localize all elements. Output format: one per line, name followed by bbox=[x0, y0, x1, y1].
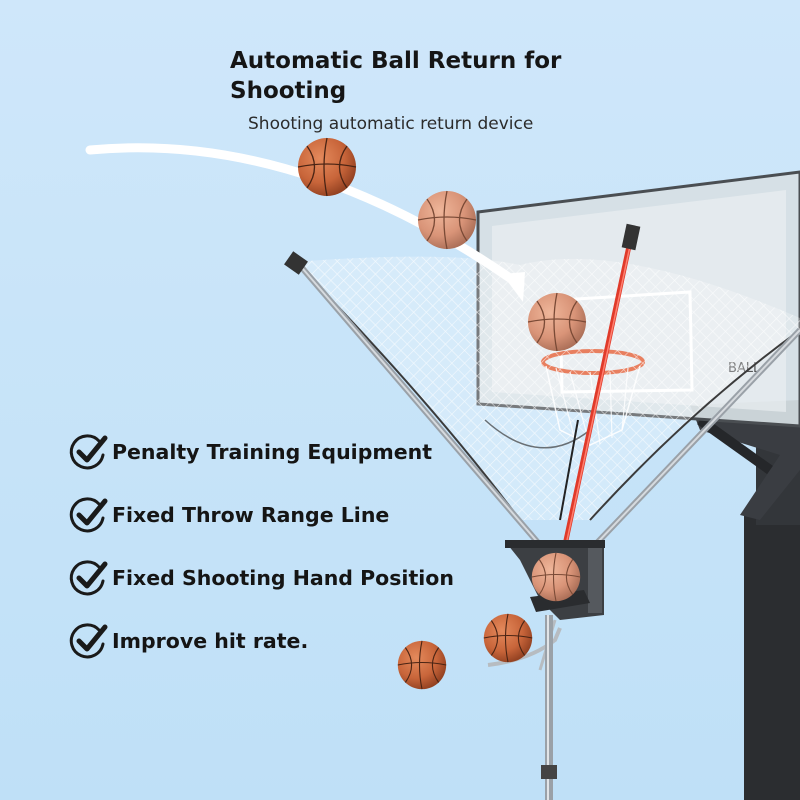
basketball-1 bbox=[297, 137, 357, 197]
hoop-stand bbox=[690, 400, 800, 800]
check-circle-icon bbox=[69, 560, 108, 596]
feature-item: Improve hit rate. bbox=[68, 621, 488, 661]
basketball-4 bbox=[531, 552, 581, 602]
feature-label: Fixed Throw Range Line bbox=[112, 503, 390, 527]
dispenser-pole bbox=[541, 615, 557, 800]
feature-item: Fixed Shooting Hand Position bbox=[68, 558, 488, 598]
page-subtitle: Shooting automatic return device bbox=[248, 114, 534, 134]
trajectory-arrow-head bbox=[502, 272, 525, 302]
feature-item: Penalty Training Equipment bbox=[68, 432, 488, 472]
feature-label: Fixed Shooting Hand Position bbox=[112, 566, 454, 590]
check-circle-icon bbox=[69, 623, 108, 659]
check-circle-icon bbox=[69, 497, 108, 533]
net-center-pole bbox=[562, 223, 641, 546]
feature-list: Penalty Training Equipment Fixed Throw R… bbox=[68, 432, 488, 684]
support-arm-left bbox=[284, 251, 543, 547]
feature-item: Fixed Throw Range Line bbox=[68, 495, 488, 535]
feature-label: Improve hit rate. bbox=[112, 629, 309, 653]
support-arm-right bbox=[592, 327, 800, 548]
basketball-3 bbox=[527, 292, 587, 352]
return-net bbox=[294, 256, 800, 521]
check-circle-icon bbox=[69, 434, 108, 470]
page-title: Automatic Ball Return for Shooting bbox=[230, 48, 562, 104]
basketball-2 bbox=[417, 190, 477, 250]
feature-label: Penalty Training Equipment bbox=[112, 440, 433, 464]
basketball-5 bbox=[483, 613, 533, 663]
